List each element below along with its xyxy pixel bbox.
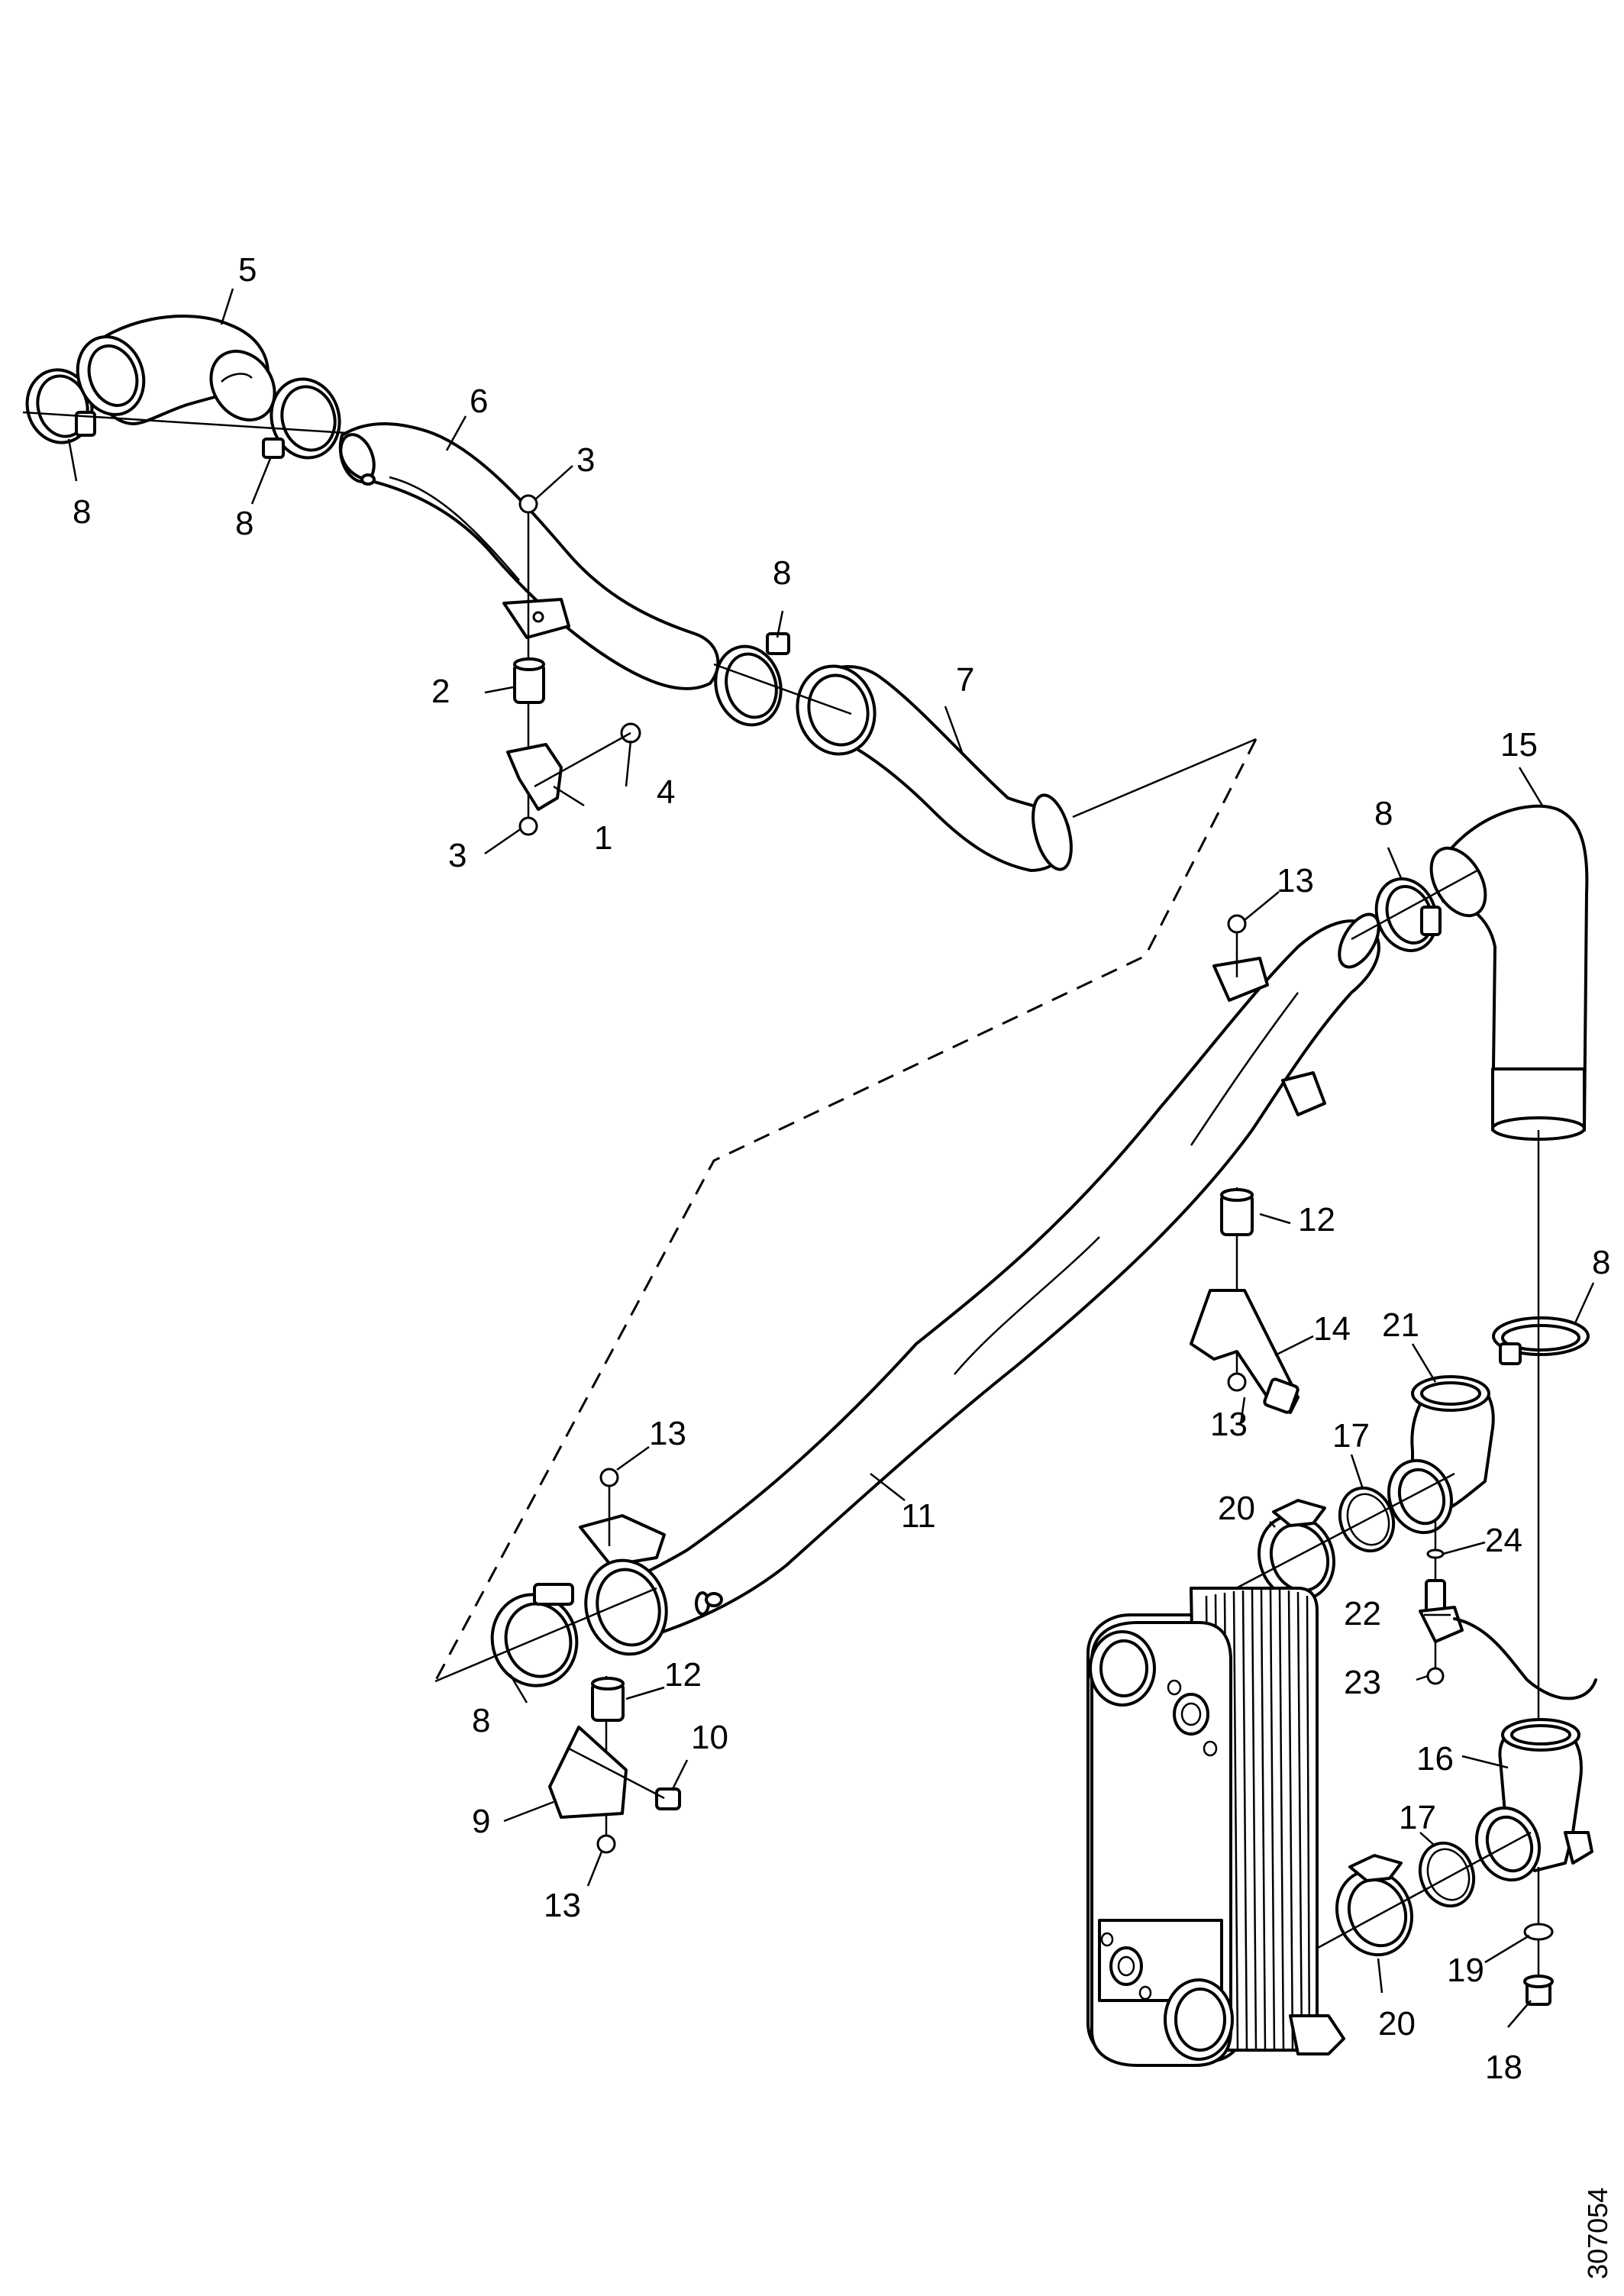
callout-3: 3 xyxy=(448,837,467,874)
document-id: 307054 xyxy=(1582,2188,1613,2279)
mounting-stack-upper xyxy=(506,494,641,836)
charge-air-cooler xyxy=(1086,1587,1345,2067)
callout-8: 8 xyxy=(235,505,253,542)
callout-labels: 5 6 8 8 3 2 4 1 3 8 7 15 8 13 12 8 14 21… xyxy=(73,251,1610,2086)
callout-14: 14 xyxy=(1313,1310,1351,1348)
v-clamp-upper xyxy=(1257,1499,1336,1602)
callout-8: 8 xyxy=(472,1702,490,1739)
charge-air-hose-right xyxy=(1429,804,1589,1141)
callout-8: 8 xyxy=(1374,795,1393,832)
hose-clamp-upper-2 xyxy=(262,377,341,460)
hose-clamp-right-vertical xyxy=(1492,1316,1590,1365)
callout-2: 2 xyxy=(431,673,450,710)
callout-8: 8 xyxy=(73,493,91,531)
callout-13: 13 xyxy=(1277,862,1314,899)
elbow-hose-upper xyxy=(76,315,276,425)
callout-18: 18 xyxy=(1485,2049,1522,2086)
callout-23: 23 xyxy=(1344,1664,1381,1701)
routing-dashed-line xyxy=(434,738,1258,1682)
callout-1: 1 xyxy=(594,819,612,857)
o-ring-lower xyxy=(1418,1841,1476,1908)
connector-lower xyxy=(1474,1718,1593,1882)
callout-13: 13 xyxy=(1210,1406,1248,1443)
callout-8: 8 xyxy=(1592,1244,1610,1281)
callout-9: 9 xyxy=(472,1803,490,1840)
callout-17: 17 xyxy=(1399,1799,1436,1836)
callout-22: 22 xyxy=(1344,1595,1381,1632)
leader-lines xyxy=(67,288,1595,2028)
callout-19: 19 xyxy=(1447,1952,1484,1989)
callout-4: 4 xyxy=(657,773,675,811)
callout-10: 10 xyxy=(691,1719,728,1756)
callout-12: 12 xyxy=(664,1656,702,1694)
o-ring-upper xyxy=(1338,1486,1396,1553)
callout-13: 13 xyxy=(544,1887,581,1924)
hose-clamp-upper-3 xyxy=(714,632,790,727)
callout-15: 15 xyxy=(1500,726,1538,764)
callout-13: 13 xyxy=(649,1415,686,1452)
callout-5: 5 xyxy=(238,251,257,289)
mounting-stack-lower xyxy=(548,1468,681,1854)
callout-8: 8 xyxy=(773,554,791,592)
washer xyxy=(1523,1923,1554,1941)
callout-7: 7 xyxy=(956,661,974,699)
hose-clamp-lower-left xyxy=(490,1583,579,1687)
callout-20: 20 xyxy=(1218,1490,1255,1527)
callout-3: 3 xyxy=(576,441,595,479)
callout-20: 20 xyxy=(1378,2005,1416,2043)
mounting-stack-middle xyxy=(1190,914,1300,1414)
callout-21: 21 xyxy=(1382,1306,1419,1344)
v-clamp-lower xyxy=(1335,1854,1414,1957)
callout-11: 11 xyxy=(901,1497,936,1535)
callout-24: 24 xyxy=(1485,1522,1522,1559)
callout-6: 6 xyxy=(470,383,488,420)
callout-17: 17 xyxy=(1332,1417,1370,1455)
plug-screw xyxy=(1523,1975,1554,2006)
connector-upper xyxy=(1387,1375,1495,1535)
charge-air-pipe-upper xyxy=(338,422,720,690)
charge-air-pipe-lower xyxy=(579,912,1380,1639)
charge-air-hose-upper xyxy=(796,664,1073,872)
callout-12: 12 xyxy=(1298,1201,1335,1238)
callout-16: 16 xyxy=(1416,1740,1454,1778)
